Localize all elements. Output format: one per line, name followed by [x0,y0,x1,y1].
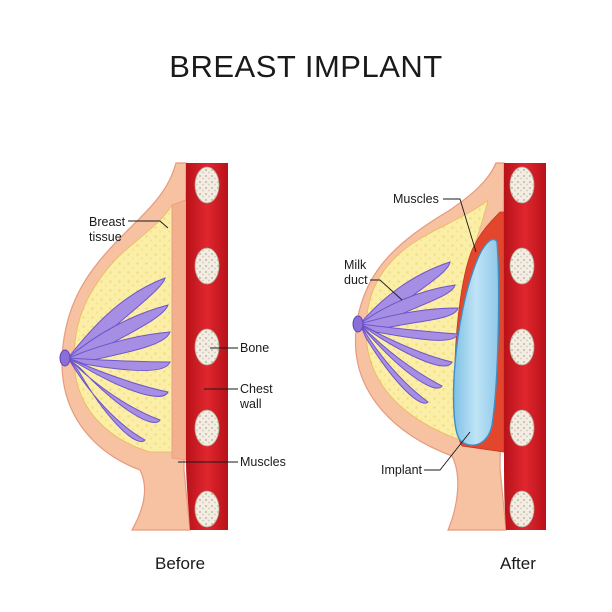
caption-after: After [500,554,536,573]
label-milk-duct: Milk [344,258,367,272]
after-panel [352,162,546,531]
label-chest-wall-2: wall [239,397,262,411]
leader-muscles-after [443,198,477,253]
label-chest-wall: Chest [240,382,273,396]
label-breast-tissue-2: tissue [89,230,122,244]
after-ribs [509,166,535,528]
after-mammary-gland [358,261,459,404]
before-muscle [171,199,187,461]
label-muscles-before: Muscles [240,455,286,469]
label-bone: Bone [240,341,269,355]
label-muscles-after: Muscles [393,192,439,206]
before-ribs [194,166,220,528]
label-breast-tissue: Breast [89,215,126,229]
leader-implant [424,431,471,471]
leader-milk-duct [370,279,403,301]
before-panel [59,162,228,531]
label-implant: Implant [381,463,423,477]
after-labels: Muscles Milk duct Implant After [344,192,536,573]
before-nipple [59,349,71,367]
after-implant [452,238,500,446]
leader-breast-tissue [128,220,169,229]
before-labels: Breast tissue Bone Chest wall Muscles Be… [89,215,286,573]
caption-before: Before [155,554,205,573]
before-mammary-gland [66,277,171,442]
after-nipple [352,315,364,333]
label-milk-duct-2: duct [344,273,368,287]
page-title: BREAST IMPLANT [169,49,442,84]
